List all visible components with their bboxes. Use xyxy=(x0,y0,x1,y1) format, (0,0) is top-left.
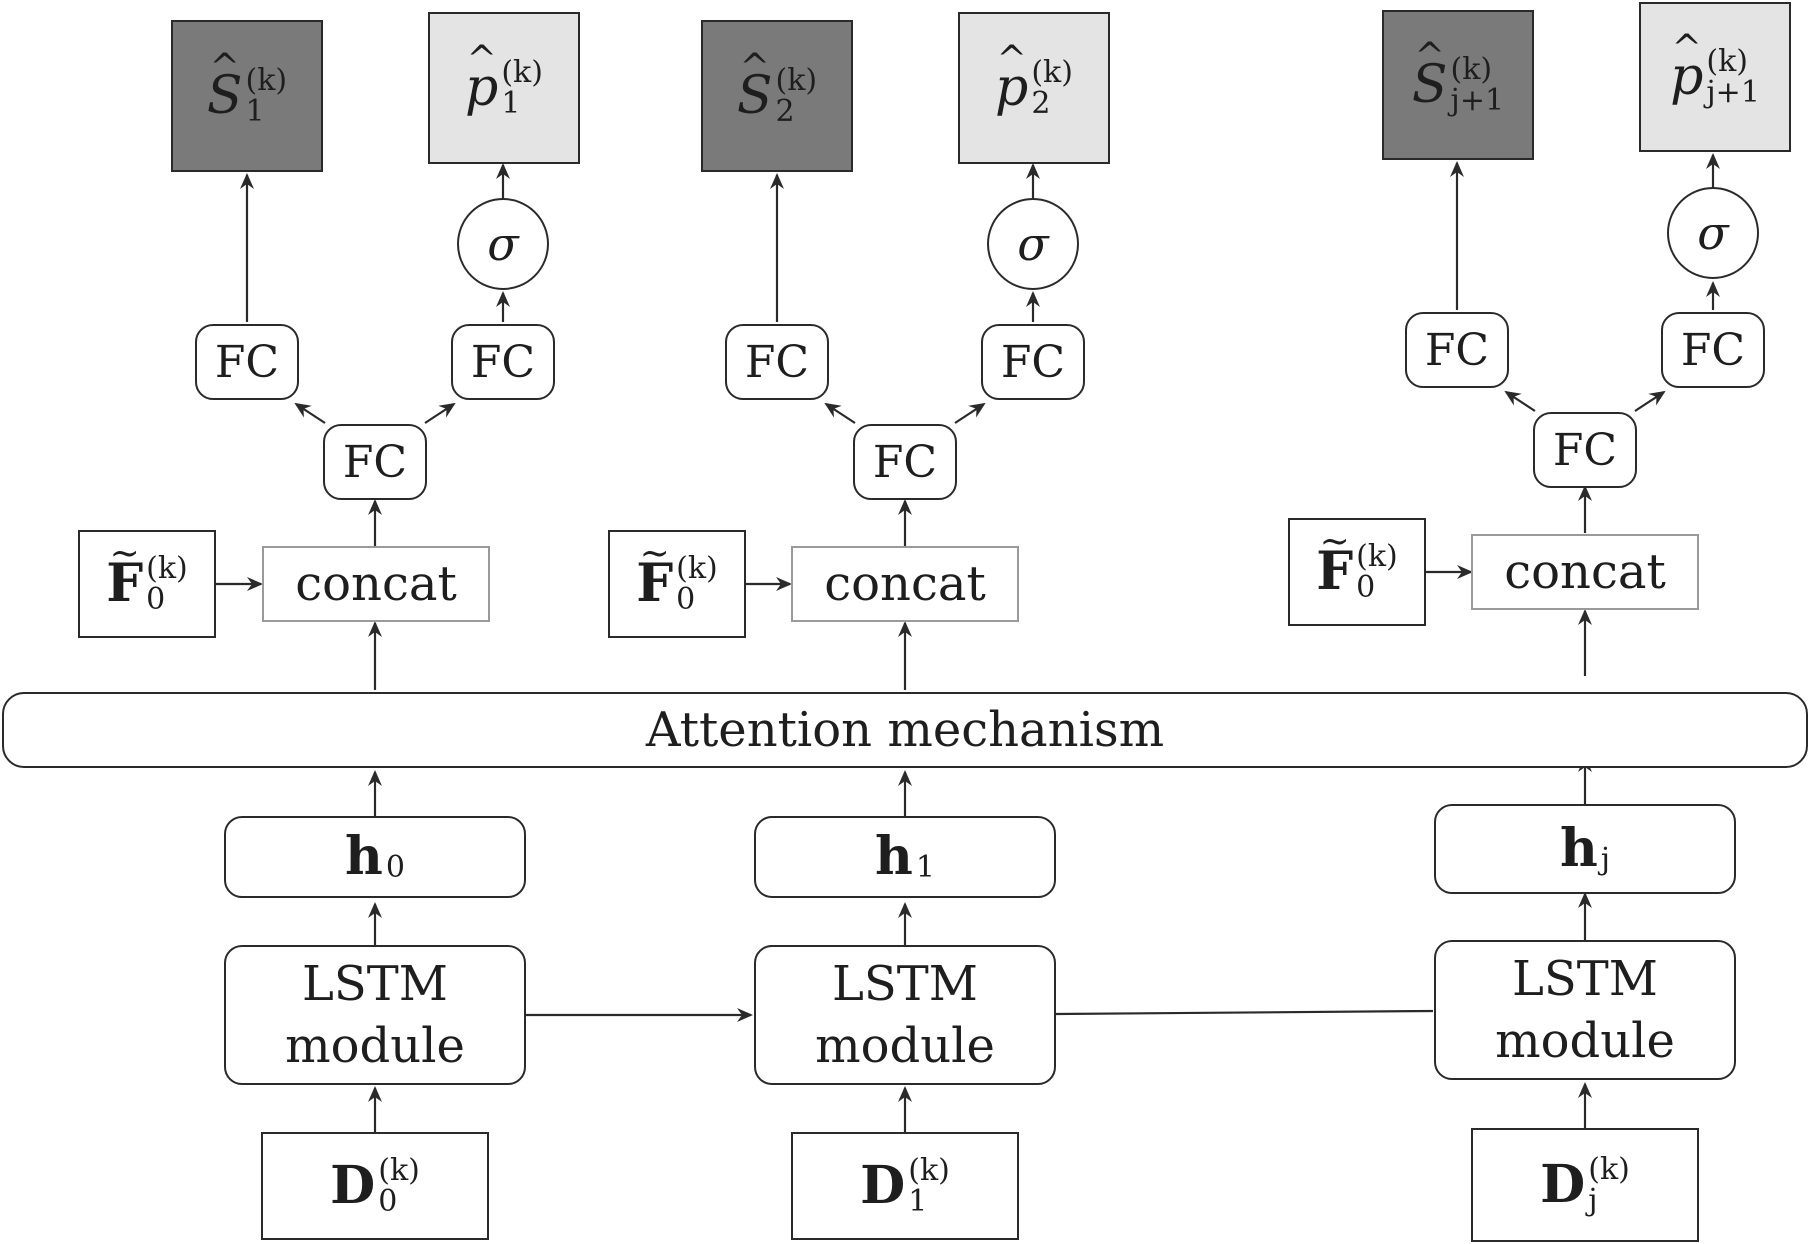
feature-box: F (k)0 xyxy=(1288,518,1426,626)
lstm-line1: LSTM xyxy=(832,956,978,1012)
hidden-state-box: h 1 xyxy=(754,816,1056,898)
fc-right-box: FC xyxy=(1661,312,1765,388)
arrow-fcmid1-fcleft1 xyxy=(824,402,856,424)
s-output-label: S (k)2 xyxy=(737,64,817,128)
feature-box: F (k)0 xyxy=(78,530,216,638)
input-box: D (k)j xyxy=(1471,1128,1699,1242)
attention-label: Attention mechanism xyxy=(645,702,1165,758)
p-output-label: p (k)2 xyxy=(995,56,1073,120)
hidden-state-box: h 0 xyxy=(224,816,526,898)
p-output-label: p (k)j+1 xyxy=(1670,45,1760,109)
p-output-box: p (k)2 xyxy=(958,12,1110,164)
concat-box: concat xyxy=(1471,534,1699,610)
arrow-fcmid1-fcright1 xyxy=(954,402,986,424)
input-label: D (k)1 xyxy=(860,1152,950,1219)
lstm-line1: LSTM xyxy=(302,956,448,1012)
arrow-fcmid0-fcright0 xyxy=(424,402,456,424)
lstm-line2: module xyxy=(285,1018,465,1074)
hidden-state-label: h 0 xyxy=(345,826,405,887)
fc-left-box: FC xyxy=(195,324,299,400)
concat-box: concat xyxy=(262,546,490,622)
arrow-fcmidj-fcleftj xyxy=(1504,390,1536,412)
hidden-state-label: h j xyxy=(1559,818,1611,879)
fc-left-box: FC xyxy=(1405,312,1509,388)
input-box: D (k)1 xyxy=(791,1132,1019,1240)
hidden-state-box: h j xyxy=(1434,804,1736,894)
lstm-line2: module xyxy=(815,1018,995,1074)
s-output-box: S (k)1 xyxy=(171,20,323,172)
lstm-line2: module xyxy=(1495,1013,1675,1069)
s-output-label: S (k)1 xyxy=(207,64,287,128)
input-label: D (k)j xyxy=(1540,1151,1630,1218)
sigma-node: σ xyxy=(457,198,549,290)
fc-mid-box: FC xyxy=(853,424,957,500)
input-label: D (k)0 xyxy=(330,1152,420,1219)
p-output-label: p (k)1 xyxy=(465,56,543,120)
fc-mid-box: FC xyxy=(323,424,427,500)
arrow-fcmid0-fcleft0 xyxy=(294,402,326,424)
s-output-box: S (k)j+1 xyxy=(1382,10,1534,160)
input-box: D (k)0 xyxy=(261,1132,489,1240)
lstm-module: LSTM module xyxy=(224,945,526,1085)
line-lstm1-lstmj xyxy=(1055,1009,1434,1016)
feature-label: F (k)0 xyxy=(1316,540,1398,604)
feature-label: F (k)0 xyxy=(636,552,718,616)
p-output-box: p (k)1 xyxy=(428,12,580,164)
s-output-box: S (k)2 xyxy=(701,20,853,172)
arrow-fcmidj-fcrightj xyxy=(1634,390,1666,412)
lstm-line1: LSTM xyxy=(1512,951,1658,1007)
lstm-module: LSTM module xyxy=(1434,940,1736,1080)
feature-box: F (k)0 xyxy=(608,530,746,638)
lstm-module: LSTM module xyxy=(754,945,1056,1085)
sigma-node: σ xyxy=(987,198,1079,290)
p-output-box: p (k)j+1 xyxy=(1639,2,1791,152)
hidden-state-label: h 1 xyxy=(875,826,935,887)
attention-mechanism: Attention mechanism xyxy=(2,692,1808,768)
fc-right-box: FC xyxy=(451,324,555,400)
s-output-label: S (k)j+1 xyxy=(1412,53,1504,117)
fc-left-box: FC xyxy=(725,324,829,400)
fc-mid-box: FC xyxy=(1533,412,1637,488)
sigma-node: σ xyxy=(1667,187,1759,279)
feature-label: F (k)0 xyxy=(106,552,188,616)
fc-right-box: FC xyxy=(981,324,1085,400)
concat-box: concat xyxy=(791,546,1019,622)
